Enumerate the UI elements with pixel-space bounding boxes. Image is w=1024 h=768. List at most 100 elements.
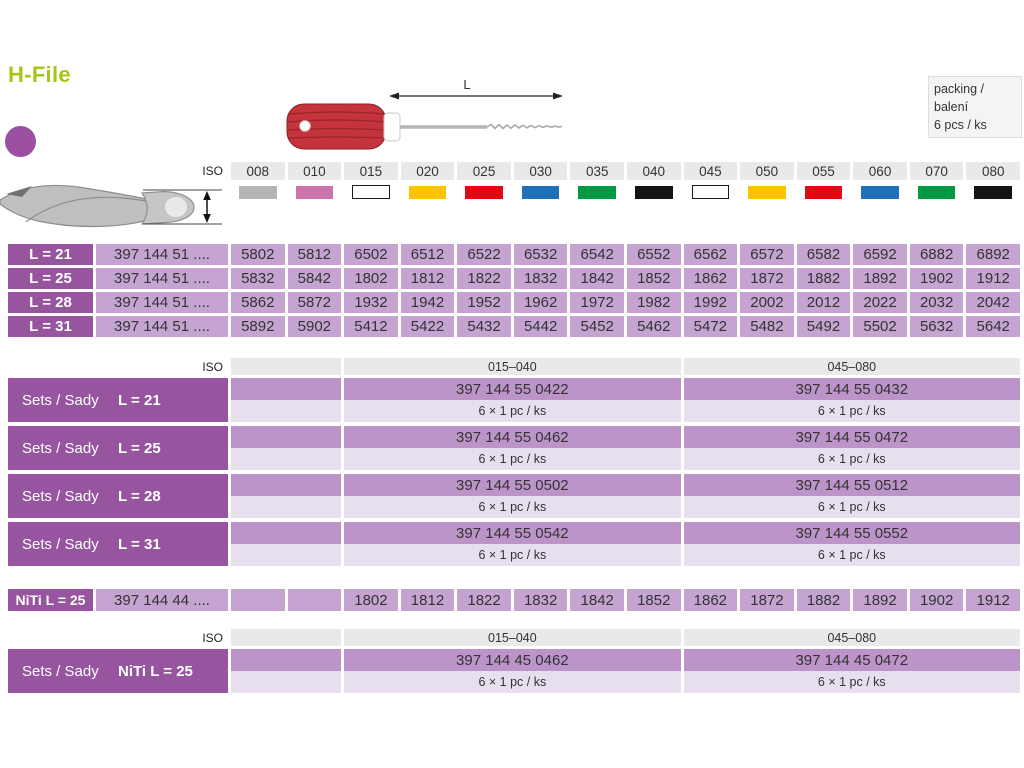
set-row-prefix: Sets / Sady xyxy=(22,391,99,409)
order-code-cell: 5452 xyxy=(570,316,624,337)
iso-scale: ISO 008 010 015 020 025 030 035 040 045 … xyxy=(8,162,1020,199)
iso-size-label: 010 xyxy=(287,162,342,180)
order-code-cell: 1952 xyxy=(457,292,511,313)
order-prefix-cell: 397 144 51 .... xyxy=(96,292,228,313)
table-row: L = 28 397 144 51 .... 5862 5872 1932 19… xyxy=(8,292,1020,313)
set-row-label: Sets / Sady L = 25 xyxy=(8,426,228,470)
set-row-length: L = 21 xyxy=(118,391,161,409)
order-code-cell: 5422 xyxy=(400,316,455,337)
order-code-cell: 6592 xyxy=(853,244,907,265)
length-dimension-arrow: L xyxy=(389,77,563,100)
iso-color-swatch xyxy=(861,185,899,199)
order-code-cell: 1902 xyxy=(909,589,964,611)
files-table: L = 21 397 144 51 .... 5802 5812 6502 65… xyxy=(8,244,1020,337)
order-code-cell: 6572 xyxy=(740,244,794,265)
set-spacer-cell xyxy=(231,378,342,422)
order-code-cell: 1842 xyxy=(570,589,624,611)
iso-swatch-cell xyxy=(684,183,738,199)
handle-collar xyxy=(383,112,401,142)
order-code-cell: 5862 xyxy=(231,292,285,313)
iso-size-label: 080 xyxy=(966,162,1020,180)
iso-label: ISO xyxy=(202,630,223,645)
row-label: NiTi L = 25 xyxy=(8,589,93,611)
order-prefix-cell: 397 144 51 .... xyxy=(96,316,228,337)
set-order-cell: 397 144 55 0502 6 × 1 pc / ks xyxy=(344,474,681,518)
iso-range-label: 045–080 xyxy=(683,629,1020,646)
order-code-cell xyxy=(287,589,342,611)
order-number: 397 144 55 0552 xyxy=(683,522,1020,544)
iso-color-swatch xyxy=(974,185,1012,199)
order-code-cell: 2032 xyxy=(909,292,964,313)
iso-swatch-cell xyxy=(570,183,624,199)
order-code-cell: 2042 xyxy=(966,292,1020,313)
order-code-cell: 6512 xyxy=(400,244,455,265)
pack-qty: 6 × 1 pc / ks xyxy=(344,496,681,518)
niti-sets-iso-header: ISO 015–040 045–080 xyxy=(8,629,1020,646)
iso-scale-label: ISO xyxy=(202,164,223,178)
order-code-cell: 5902 xyxy=(287,316,342,337)
order-code-cell: 2022 xyxy=(853,292,907,313)
iso-range-spacer xyxy=(231,358,342,375)
set-row-length: L = 25 xyxy=(118,439,161,457)
set-spacer-cell xyxy=(231,649,342,693)
order-code-cell: 2012 xyxy=(796,292,851,313)
length-dimension-label: L xyxy=(463,77,470,92)
order-code-cell: 5802 xyxy=(231,244,285,265)
table-row: L = 25 397 144 51 .... 5832 5842 1802 18… xyxy=(8,268,1020,289)
iso-size-label: 015 xyxy=(344,162,398,180)
file-shaft xyxy=(400,123,563,130)
iso-size-label: 035 xyxy=(570,162,624,180)
set-row-prefix: Sets / Sady xyxy=(22,535,99,553)
iso-swatch-cell xyxy=(853,183,907,199)
order-code-cell: 1872 xyxy=(740,268,794,289)
set-order-cell: 397 144 55 0462 6 × 1 pc / ks xyxy=(344,426,681,470)
order-code-cell: 1852 xyxy=(627,589,681,611)
order-code-cell: 1912 xyxy=(966,589,1020,611)
order-code-cell: 5482 xyxy=(740,316,794,337)
order-code-cell: 6522 xyxy=(457,244,511,265)
set-row-length: L = 28 xyxy=(118,487,161,505)
set-order-cell: 397 144 55 0472 6 × 1 pc / ks xyxy=(683,426,1020,470)
order-code-cell: 1872 xyxy=(740,589,794,611)
set-order-cell: 397 144 55 0542 6 × 1 pc / ks xyxy=(344,522,681,566)
order-code-cell: 6562 xyxy=(683,244,738,265)
iso-range-spacer xyxy=(231,629,342,646)
pack-qty: 6 × 1 pc / ks xyxy=(344,448,681,470)
order-code-cell: 1862 xyxy=(683,268,738,289)
order-code-cell: 5632 xyxy=(909,316,964,337)
order-number: 397 144 55 0432 xyxy=(683,378,1020,400)
order-code-cell: 1902 xyxy=(909,268,964,289)
iso-swatch-cell xyxy=(514,183,568,199)
iso-range-label: 015–040 xyxy=(344,629,681,646)
order-code-cell: 1882 xyxy=(796,589,851,611)
swatch-row-spacer xyxy=(8,183,228,198)
order-number: 397 144 55 0422 xyxy=(344,378,681,400)
set-row: Sets / Sady L = 25 397 144 55 0462 6 × 1… xyxy=(8,426,1020,470)
order-code-cell: 2002 xyxy=(740,292,794,313)
iso-color-swatch xyxy=(578,185,616,199)
page-title: H-File xyxy=(8,62,71,87)
set-row: Sets / Sady NiTi L = 25 397 144 45 0462 … xyxy=(8,649,1020,693)
iso-size-label: 025 xyxy=(457,162,511,180)
order-code-cell: 5432 xyxy=(457,316,511,337)
table-row: L = 21 397 144 51 .... 5802 5812 6502 65… xyxy=(8,244,1020,265)
iso-color-swatch xyxy=(748,185,786,199)
iso-size-label: 045 xyxy=(683,162,738,180)
iso-size-label: 040 xyxy=(627,162,681,180)
set-row-label: Sets / Sady L = 31 xyxy=(8,522,228,566)
order-number: 397 144 45 0472 xyxy=(683,649,1020,671)
order-code-cell: 5502 xyxy=(853,316,907,337)
order-number: 397 144 55 0462 xyxy=(344,426,681,448)
row-label: L = 28 xyxy=(8,292,93,313)
pack-qty: 6 × 1 pc / ks xyxy=(683,448,1020,470)
iso-swatch-cell xyxy=(231,183,285,199)
order-code-cell: 6502 xyxy=(344,244,398,265)
order-code-cell: 1972 xyxy=(570,292,624,313)
iso-color-swatch xyxy=(917,185,956,199)
set-order-cell: 397 144 45 0462 6 × 1 pc / ks xyxy=(344,649,681,693)
pack-qty: 6 × 1 pc / ks xyxy=(344,671,681,693)
order-code-cell: 1822 xyxy=(457,268,511,289)
set-spacer-cell xyxy=(231,474,342,518)
set-row: Sets / Sady L = 28 397 144 55 0502 6 × 1… xyxy=(8,474,1020,518)
iso-swatch-cell xyxy=(344,183,398,199)
